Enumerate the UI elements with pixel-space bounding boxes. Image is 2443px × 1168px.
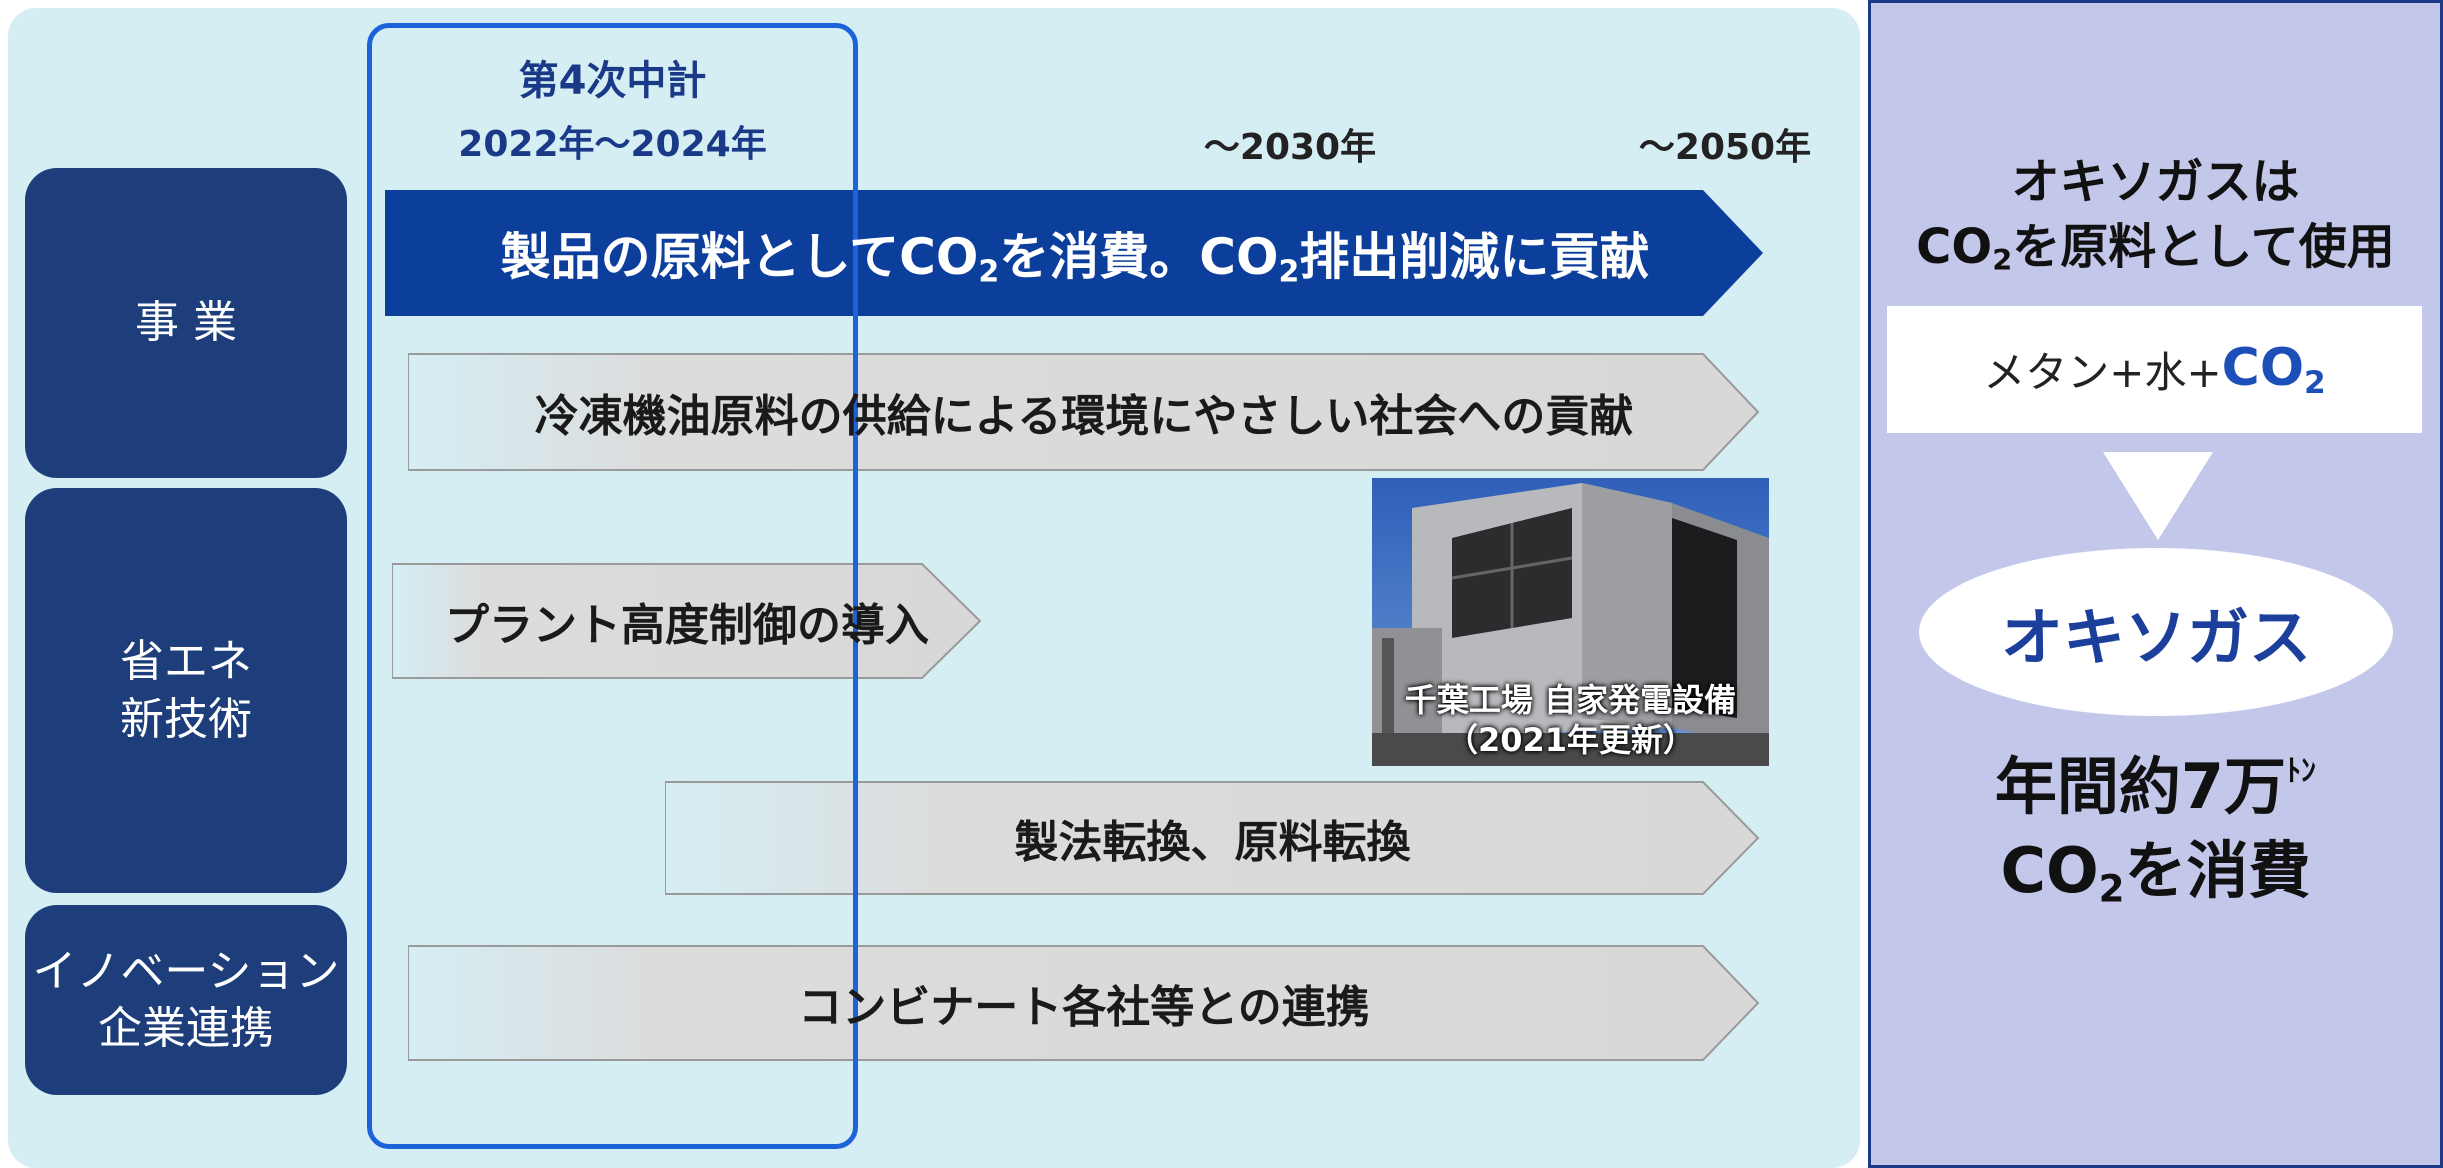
ton-unit: ﾄﾝ [2286, 754, 2317, 789]
formula-co2: CO2 [2221, 338, 2326, 401]
category-line: 企業連携 [98, 1003, 274, 1054]
main-arrow-co2-consumption: 製品の原料としてCO2を消費。CO2排出削減に貢献 [385, 190, 1765, 316]
category-innovation: イノベーション 企業連携 [25, 905, 347, 1095]
power-facility-photo: 千葉工場 自家発電設備 （2021年更新） [1372, 478, 1769, 766]
arrow-label: コンビナート各社等との連携 [798, 982, 1370, 1033]
arrow-complex-collaboration: コンビナート各社等との連携 [408, 944, 1760, 1062]
arrow-shape [408, 945, 1760, 1061]
formula-prefix: メタン+水+ [1983, 348, 2222, 397]
heading-line2: CO2を原料として使用 [1916, 218, 2395, 277]
photo-caption-line2: （2021年更新） [1445, 721, 1696, 759]
arrow-refrigerant-oil: 冷凍機油原料の供給による環境にやさしい社会への貢献 [408, 352, 1760, 472]
oxo-gas-product: オキソガス [1919, 548, 2393, 716]
category-label: イノベーション 企業連携 [32, 943, 339, 1057]
annual-amount: 年間約7万ﾄﾝ [1994, 750, 2317, 823]
arrow-shape [665, 781, 1760, 895]
arrow-label: プラント高度制御の導入 [445, 600, 929, 651]
power-facility-image [1372, 478, 1769, 766]
milestone-2050: ～2050年 [1638, 127, 1812, 168]
category-line: 省エネ [120, 636, 252, 688]
plan-period-frame [367, 23, 858, 1149]
category-energy-saving: 省エネ 新技術 [25, 488, 347, 893]
arrow-label: 冷凍機油原料の供給による環境にやさしい社会への貢献 [534, 391, 1634, 442]
category-business: 事 業 [25, 168, 347, 478]
arrow-process-conversion: 製法転換、原料転換 [665, 780, 1760, 896]
consume-line: CO2を消費 [2000, 833, 2311, 910]
category-line: イノベーション [32, 945, 340, 997]
category-label: 省エネ 新技術 [120, 633, 252, 747]
annual-co2-consumption: 年間約7万ﾄﾝ CO2を消費 [1868, 745, 2443, 913]
category-line: 新技術 [120, 693, 252, 745]
plan-years: 2022年～2024年 [458, 124, 767, 165]
arrow-plant-control: プラント高度制御の導入 [392, 562, 982, 680]
heading-line1: オキソガスは [2011, 154, 2300, 210]
arrow-shape [392, 563, 982, 679]
photo-caption-line1: 千葉工場 自家発電設備 [1404, 681, 1737, 719]
plan-title: 第4次中計 [518, 58, 707, 104]
arrow-shape [408, 353, 1760, 471]
down-triangle-icon [2103, 452, 2213, 546]
milestone-2030: ～2030年 [1203, 127, 1377, 168]
category-label: 事 業 [135, 297, 237, 349]
raw-material-formula: メタン+水+CO2 [1887, 306, 2422, 433]
right-panel-heading: オキソガスは CO2を原料として使用 [1868, 150, 2443, 280]
main-arrow-label: 製品の原料としてCO2を消費。CO2排出削減に貢献 [500, 227, 1650, 290]
arrow-label: 製法転換、原料転換 [1014, 817, 1411, 868]
main-arrow-shape [385, 190, 1763, 316]
